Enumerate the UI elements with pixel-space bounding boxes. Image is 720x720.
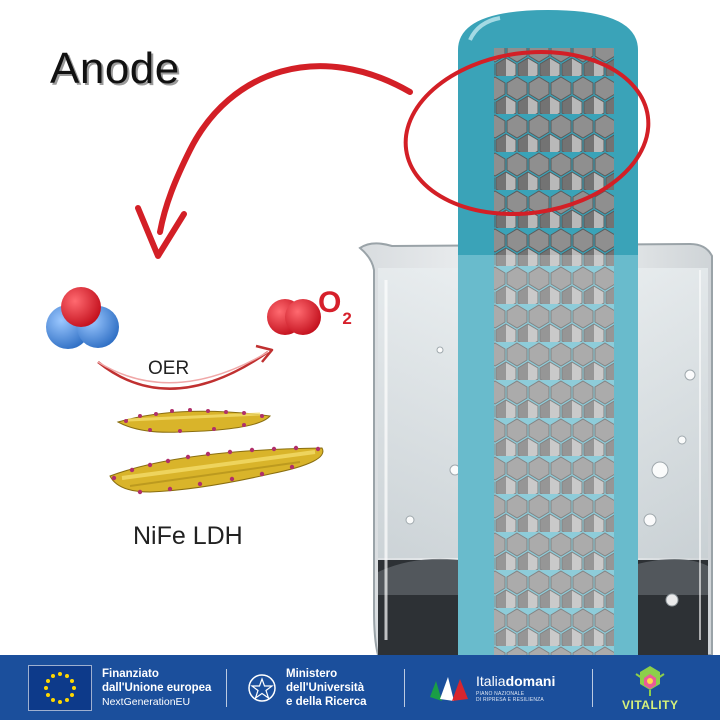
funding-footer: Finanziato dall'Unione europea NextGener… xyxy=(0,655,720,720)
footer-divider xyxy=(592,669,593,707)
ministry-line-3: e della Ricerca xyxy=(286,695,367,708)
ministry-line-2: dell'Università xyxy=(286,681,365,694)
eu-funding-text: Finanziato dall'Unione europea NextGener… xyxy=(102,667,211,709)
water-molecule-icon xyxy=(46,287,119,349)
ldh-sheet-top xyxy=(116,408,271,433)
ministry-group: Ministero dell'Università e della Ricerc… xyxy=(246,655,367,720)
italy-flag-icon xyxy=(430,676,468,701)
eu-line-3: NextGenerationEU xyxy=(102,695,191,708)
ministry-line-1: Ministero xyxy=(286,667,338,680)
vitality-logo-icon xyxy=(635,665,665,696)
eu-line-1: Finanziato xyxy=(102,667,159,680)
oxygen-symbol: O xyxy=(318,286,342,319)
oxygen-formula: O2 xyxy=(318,286,352,328)
curved-arrow xyxy=(135,63,413,259)
electrode-mesh xyxy=(494,48,614,655)
vitality-logo-text: VITALITY xyxy=(622,697,679,712)
footer-divider xyxy=(404,669,405,707)
italiadomani-small-2: DI RIPRESA E RESILIENZA xyxy=(476,696,544,703)
domani-word: domani xyxy=(505,672,556,689)
eu-funding-group: Finanziato dall'Unione europea NextGener… xyxy=(28,655,211,720)
republic-emblem-icon xyxy=(248,673,276,702)
italiadomani-small-1: PIANO NAZIONALE xyxy=(476,690,525,697)
ldh-sheet-bottom xyxy=(109,445,324,495)
oer-arrow xyxy=(97,344,274,390)
italiadomani-group: Italiadomani PIANO NAZIONALE DI RIPRESA … xyxy=(426,655,555,720)
oer-label: OER xyxy=(148,358,190,379)
vitality-group: VITALITY xyxy=(622,655,678,720)
electrode xyxy=(458,10,638,655)
eu-line-2: dall'Unione europea xyxy=(102,681,212,694)
ministry-text: Ministero dell'Università e della Ricerc… xyxy=(286,667,367,709)
footer-divider xyxy=(226,669,227,707)
italia-word: Italia xyxy=(476,672,506,689)
oxygen-molecule-icon xyxy=(267,299,321,335)
scene-illustration xyxy=(46,10,713,655)
anode-title: Anode xyxy=(50,44,180,93)
oxygen-subscript: 2 xyxy=(342,309,352,328)
material-label: NiFe LDH xyxy=(133,522,243,550)
highlight-circle xyxy=(403,49,651,217)
italiadomani-text: Italiadomani PIANO NAZIONALE DI RIPRESA … xyxy=(476,673,555,703)
eu-flag-icon xyxy=(28,664,92,711)
